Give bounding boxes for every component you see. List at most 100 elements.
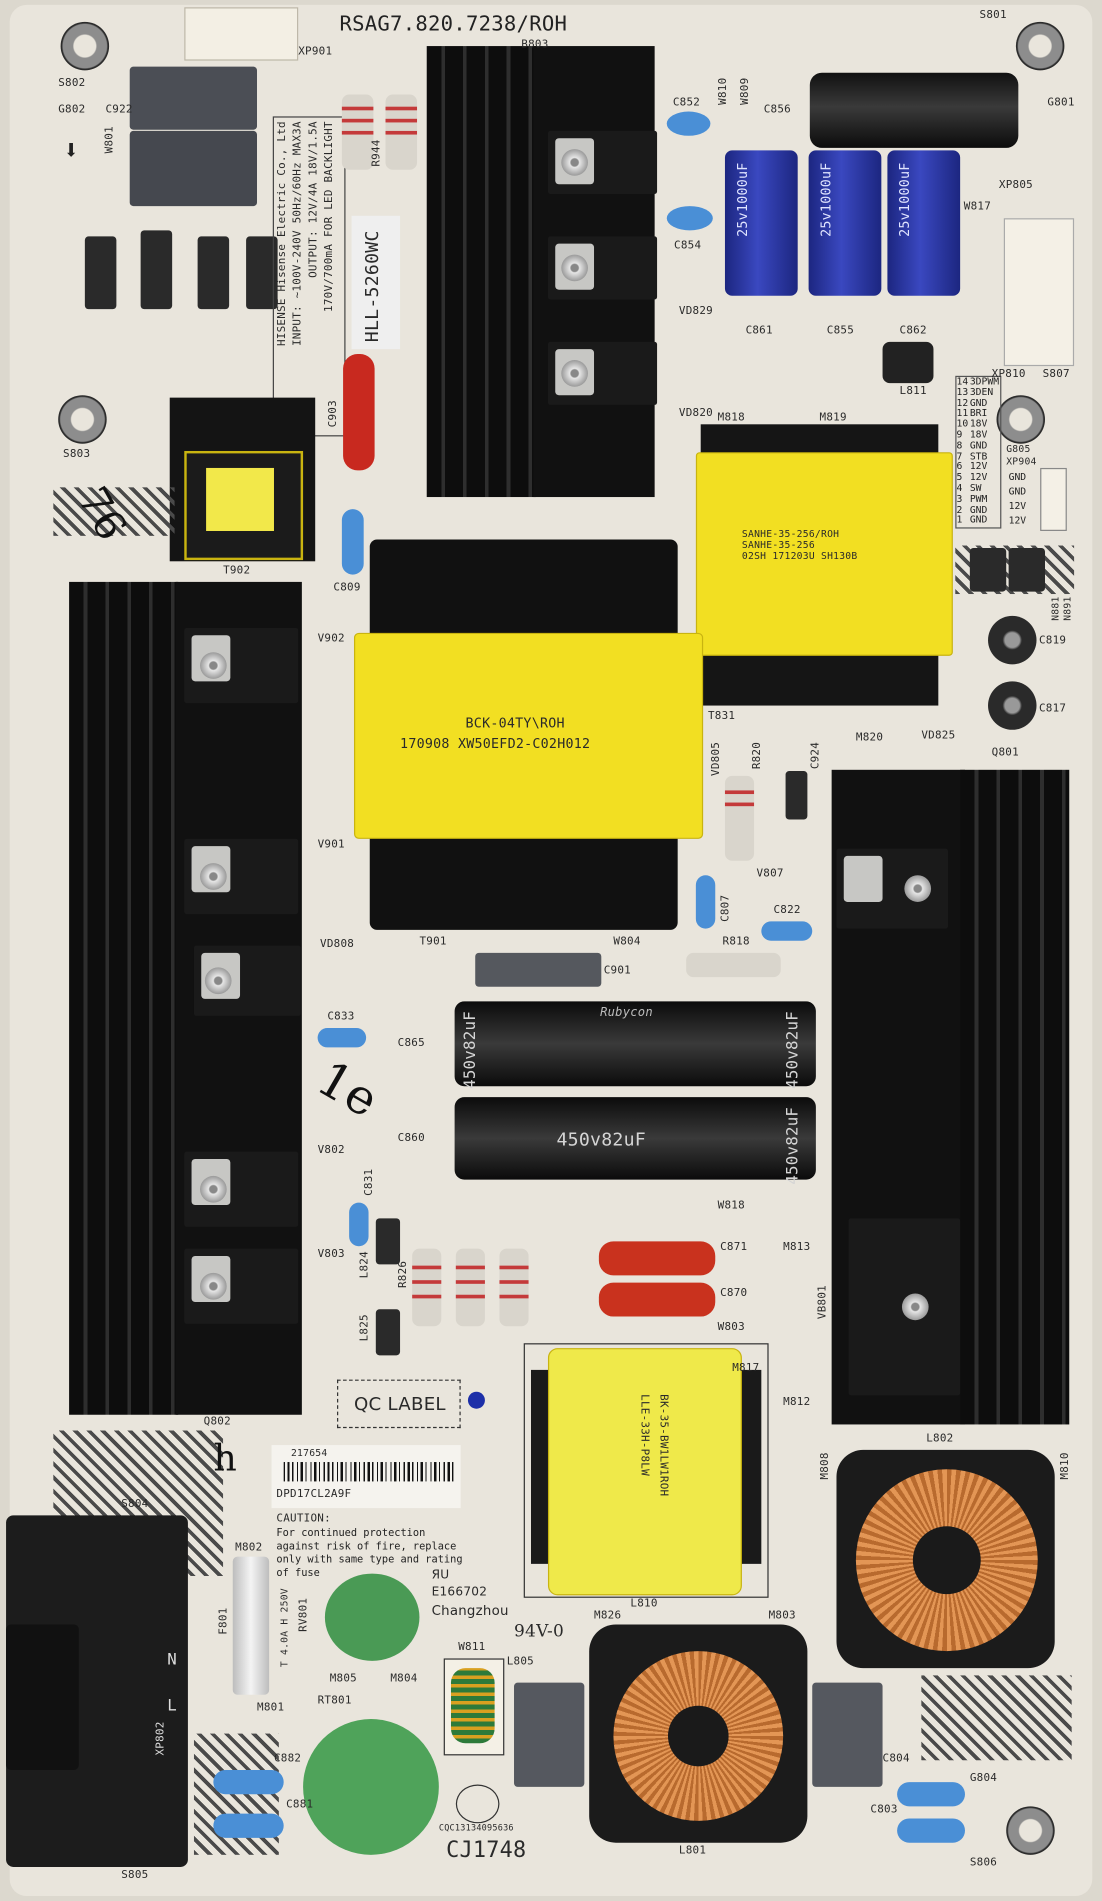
capacitor-c819 (988, 615, 1037, 665)
ref-n891: N891 (1061, 596, 1073, 621)
ref-l802: L802 (926, 1432, 954, 1446)
rectifier-diode (547, 130, 658, 194)
pin-name: GND (969, 397, 988, 409)
spec-line: 170V/700mA FOR LED BACKLIGHT (323, 121, 336, 312)
thermistor-rt801 (303, 1719, 439, 1855)
ceramic-capacitor-c833 (317, 1028, 367, 1048)
ref-l824: L824 (358, 1251, 371, 1279)
ref-xp810: XP810 (991, 368, 1026, 381)
common-mode-choke-l802 (855, 1469, 1038, 1652)
ul-logo-text: ЯU (431, 1568, 450, 1583)
cqc-code: CQC13134095636 (438, 1823, 514, 1833)
pin-name: 12V (1008, 515, 1027, 527)
ref-s805: S805 (121, 1869, 149, 1882)
barcode (283, 1462, 454, 1482)
ceramic-capacitor-c822 (761, 921, 813, 941)
rectifier-diode (547, 236, 658, 300)
ref-c817: C817 (1038, 703, 1067, 716)
pin-name: 12V (1008, 500, 1027, 512)
inductor-l805 (450, 1668, 495, 1744)
transistor-v803 (184, 1248, 299, 1324)
pin-name: BRI (969, 407, 988, 419)
hatched-area (921, 1675, 1072, 1761)
y-capacitor-block (129, 130, 258, 207)
ref-w809: W809 (739, 77, 752, 105)
ref-c803: C803 (870, 1803, 898, 1817)
pfc-inductor-l810 (547, 1348, 742, 1596)
fuse-f801 (232, 1556, 270, 1695)
ref-v807: V807 (756, 868, 784, 881)
ref-q802: Q802 (203, 1415, 231, 1429)
ref-w804: W804 (613, 935, 641, 949)
diode (84, 236, 117, 310)
film-capacitor-c871 (598, 1241, 716, 1276)
connector-body (6, 1624, 79, 1770)
ref-xp802: XP802 (155, 1721, 168, 1756)
ref-c831: C831 (363, 1168, 376, 1196)
ref-c804: C804 (882, 1752, 910, 1766)
transistor-v807 (836, 848, 949, 929)
fuse-rating: T 4.0A H 250V (278, 1588, 290, 1668)
diode (197, 236, 230, 310)
ref-g802: G802 (58, 104, 86, 117)
ref-s806: S806 (969, 1857, 998, 1870)
inductor-label: LLE-33H-P8LW (637, 1394, 650, 1476)
common-mode-choke-l801 (613, 1651, 784, 1821)
ref-l801: L801 (678, 1845, 707, 1858)
neutral-label: N (167, 1651, 178, 1670)
ref-m804: M804 (390, 1672, 418, 1686)
pin-name: GND (969, 439, 988, 451)
ref-m803: M803 (768, 1609, 796, 1623)
pin-name: SW (969, 482, 982, 494)
ref-c924: C924 (809, 741, 822, 770)
ref-m813: M813 (783, 1241, 811, 1254)
barcode-number: 217654 (290, 1447, 328, 1459)
spec-line: INPUT: ~100V-240V 50Hz/60Hz MAX3A (292, 121, 305, 347)
ref-s804: S804 (121, 1498, 149, 1511)
diode (246, 236, 278, 310)
connector-xp901 (184, 7, 299, 61)
ref-w810: W810 (717, 77, 730, 105)
ref-l811: L811 (899, 385, 927, 398)
film-capacitor-c870 (598, 1282, 716, 1317)
ref-m812: M812 (783, 1396, 811, 1409)
pin-number: 10 (956, 418, 969, 430)
ref-c862: C862 (899, 324, 927, 338)
ref-c855: C855 (826, 324, 855, 338)
ref-s802: S802 (58, 77, 86, 90)
transformer-t831 (695, 452, 953, 656)
ref-s801: S801 (979, 9, 1007, 22)
ul-file-number: E166702 (431, 1585, 488, 1600)
pin-number: 8 (956, 439, 963, 451)
ceramic-capacitor-c807 (695, 875, 716, 929)
film-capacitor-c903 (343, 353, 375, 471)
ref-r818: R818 (722, 935, 750, 949)
caution-text: For continued protection against risk of… (276, 1527, 463, 1580)
ref-c901: C901 (603, 964, 631, 978)
bulk-capacitor-c865: 450v82uF Rubycon 450v82uF (454, 1001, 816, 1089)
ref-w811: W811 (458, 1641, 486, 1654)
pin-name: GND (969, 514, 988, 526)
ref-v902: V902 (317, 632, 345, 645)
ref-c833: C833 (327, 1011, 355, 1024)
ref-l810: L810 (630, 1597, 658, 1610)
transformer-winding (206, 467, 274, 531)
ref-vd808: VD808 (320, 938, 355, 951)
bulk-capacitor-c860: 450v82uF 450v82uF (454, 1097, 816, 1185)
mounting-hole-s807 (996, 395, 1046, 444)
transformer-label: 02SH 171203U SH130B (741, 550, 858, 562)
ref-m805: M805 (329, 1672, 358, 1686)
caution-title: CAUTION: (276, 1512, 331, 1526)
arrow-down-icon: ⬇ (63, 135, 80, 167)
ceramic-capacitor-c803 (897, 1818, 965, 1843)
mounting-hole-s801 (1015, 21, 1065, 71)
ref-vb801: VB801 (817, 1285, 830, 1320)
x-capacitor (514, 1682, 585, 1787)
pin-number: 2 (956, 503, 963, 515)
y-capacitor-block (129, 66, 258, 130)
ref-t901: T901 (419, 935, 447, 949)
blue-dot-mark (467, 1391, 485, 1409)
ref-c882: C882 (273, 1752, 302, 1766)
qc-label-text: QC LABEL (353, 1392, 446, 1415)
